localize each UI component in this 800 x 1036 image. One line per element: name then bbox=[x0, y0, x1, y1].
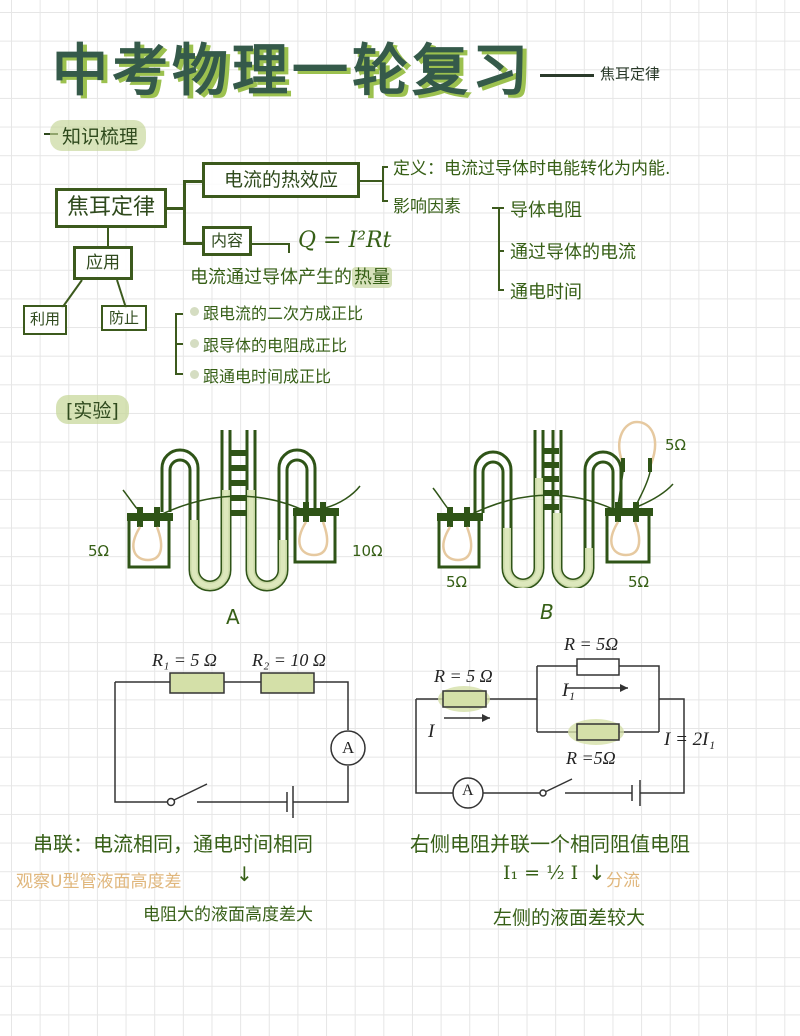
bracket bbox=[382, 200, 388, 202]
series-r2-label: R₂ = 10 Ω bbox=[252, 650, 326, 670]
factor-item: 通过导体的电流 bbox=[510, 242, 636, 263]
parallel-current-branch: I₁ bbox=[562, 680, 575, 701]
series-conclusion: 串联：电流相同，通电时间相同 bbox=[33, 832, 313, 856]
parallel-result: 左侧的液面差较大 bbox=[493, 907, 646, 929]
section-heading-text: 知识梳理 bbox=[62, 126, 139, 148]
apparatus-a-diagram bbox=[122, 430, 361, 592]
connector bbox=[183, 180, 203, 183]
bracket bbox=[175, 313, 183, 315]
apparatus-b-parallel-resistance: 5Ω bbox=[665, 436, 687, 454]
parallel-conclusion: 右侧电阻并联一个相同阻值电阻 bbox=[410, 832, 690, 856]
parallel-circuit-diagram bbox=[415, 658, 685, 809]
mindmap-branch-heat-effect: 电流的热效应 bbox=[202, 162, 360, 198]
series-result: 电阻大的液面高度差大 bbox=[143, 905, 313, 925]
parallel-current-relation: I = 2I₁ bbox=[664, 729, 716, 750]
apparatus-b-right-resistance: 5Ω bbox=[628, 573, 650, 591]
mindmap-branch-content: 内容 bbox=[202, 226, 252, 256]
bracket bbox=[175, 343, 183, 345]
parallel-ammeter-label: A bbox=[462, 782, 474, 799]
parallel-r-left-label: R = 5 Ω bbox=[434, 666, 493, 686]
page-subtitle: 焦耳定律 bbox=[600, 65, 661, 83]
apparatus-b-diagram bbox=[432, 420, 674, 588]
bracket bbox=[382, 166, 384, 202]
bracket bbox=[175, 373, 183, 375]
heat-description: 电流通过导体产生的热量 bbox=[190, 263, 392, 289]
connector bbox=[183, 242, 203, 245]
connector bbox=[252, 243, 290, 245]
application-connectors bbox=[61, 279, 127, 309]
parallel-r-top-label: R = 5Ω bbox=[564, 634, 619, 654]
mindmap-application-box: 应用 bbox=[73, 246, 133, 280]
apparatus-a-left-resistance: 5Ω bbox=[88, 542, 110, 560]
apparatus-a-right-resistance: 10Ω bbox=[352, 542, 383, 560]
mindmap-root-box: 焦耳定律 bbox=[55, 188, 167, 228]
proportion-item: 跟导体的电阻成正比 bbox=[203, 336, 348, 355]
parallel-r-bottom-label: R =5Ω bbox=[566, 748, 616, 768]
series-ammeter-label: A bbox=[342, 738, 355, 757]
proportion-item: 跟通电时间成正比 bbox=[203, 367, 332, 386]
connector bbox=[107, 228, 109, 248]
bullet-dot bbox=[190, 307, 199, 316]
apparatus-b-left-resistance: 5Ω bbox=[446, 573, 468, 591]
bracket bbox=[498, 250, 504, 252]
factors-label: 影响因素 bbox=[393, 197, 461, 217]
factor-item: 通电时间 bbox=[510, 282, 582, 303]
apparatus-a-label: A bbox=[226, 605, 240, 629]
bracket bbox=[382, 166, 388, 168]
mindmap-prevent-box: 防止 bbox=[101, 305, 147, 331]
joule-formula: Q = I²Rt bbox=[298, 228, 392, 253]
connector bbox=[167, 207, 184, 210]
bullet-dot bbox=[190, 370, 199, 379]
mindmap-use-box: 利用 bbox=[23, 305, 67, 335]
connector bbox=[360, 180, 382, 182]
section-heading-knowledge: 知识梳理 bbox=[50, 120, 147, 151]
parallel-current-main: I bbox=[428, 721, 435, 742]
series-r1-label: R₁ = 5 Ω bbox=[152, 650, 217, 670]
proportion-item: 跟电流的二次方成正比 bbox=[203, 304, 364, 323]
down-arrow-icon: ↓ bbox=[588, 861, 606, 885]
series-observe-note: 观察U型管液面高度差 bbox=[16, 872, 182, 892]
definition-text: 定义：电流过导体时电能转化为内能. bbox=[393, 159, 671, 179]
connector bbox=[288, 243, 290, 253]
bullet-dot bbox=[190, 339, 199, 348]
apparatus-b-label: B bbox=[540, 600, 554, 624]
bracket bbox=[498, 289, 504, 291]
experiment-heading: [实验] bbox=[56, 395, 129, 424]
series-circuit-diagram bbox=[114, 672, 366, 818]
heat-highlight: 热量 bbox=[352, 267, 392, 288]
bracket bbox=[498, 207, 500, 291]
factor-item: 导体电阻 bbox=[510, 200, 582, 221]
current-split-note: 分流 bbox=[606, 871, 640, 891]
down-arrow-icon: ↓ bbox=[236, 862, 253, 886]
page-title: 中考物理一轮复习 bbox=[52, 39, 532, 104]
connector bbox=[183, 180, 186, 244]
title-dash bbox=[540, 74, 594, 77]
parallel-current-formula: I₁ = ½ I bbox=[503, 862, 579, 884]
heat-description-prefix: 电流通过导体产生的 bbox=[190, 267, 352, 288]
